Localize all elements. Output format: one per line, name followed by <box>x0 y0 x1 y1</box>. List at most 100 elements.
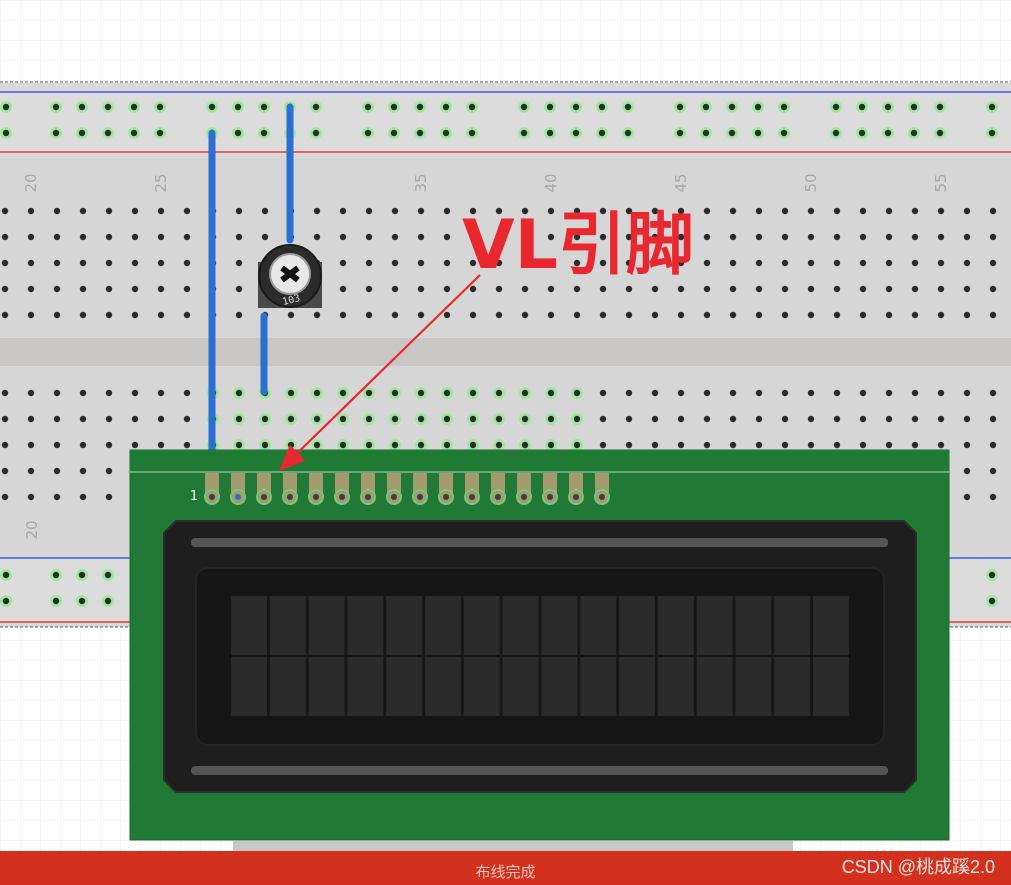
rail-hole[interactable] <box>572 103 580 111</box>
terminal-hole[interactable] <box>963 415 971 423</box>
terminal-hole[interactable] <box>833 259 841 267</box>
terminal-hole[interactable] <box>573 207 581 215</box>
terminal-hole[interactable] <box>391 259 399 267</box>
terminal-hole[interactable] <box>313 415 321 423</box>
terminal-hole[interactable] <box>131 441 139 449</box>
terminal-hole[interactable] <box>313 389 321 397</box>
terminal-hole[interactable] <box>651 311 659 319</box>
rail-hole[interactable] <box>52 571 60 579</box>
terminal-hole[interactable] <box>677 389 685 397</box>
terminal-hole[interactable] <box>521 311 529 319</box>
terminal-hole[interactable] <box>469 259 477 267</box>
rail-hole[interactable] <box>104 103 112 111</box>
terminal-hole[interactable] <box>859 389 867 397</box>
terminal-hole[interactable] <box>963 259 971 267</box>
terminal-hole[interactable] <box>651 259 659 267</box>
terminal-hole[interactable] <box>469 233 477 241</box>
terminal-hole[interactable] <box>547 311 555 319</box>
terminal-hole[interactable] <box>911 233 919 241</box>
terminal-hole[interactable] <box>703 285 711 293</box>
terminal-hole[interactable] <box>781 259 789 267</box>
terminal-hole[interactable] <box>53 233 61 241</box>
rail-hole[interactable] <box>702 103 710 111</box>
rail-hole[interactable] <box>624 129 632 137</box>
terminal-hole[interactable] <box>989 441 997 449</box>
rail-hole[interactable] <box>988 129 996 137</box>
terminal-hole[interactable] <box>391 285 399 293</box>
terminal-hole[interactable] <box>781 389 789 397</box>
terminal-hole[interactable] <box>79 415 87 423</box>
terminal-hole[interactable] <box>1 259 9 267</box>
terminal-hole[interactable] <box>651 389 659 397</box>
terminal-hole[interactable] <box>443 415 451 423</box>
terminal-hole[interactable] <box>859 311 867 319</box>
rail-hole[interactable] <box>78 597 86 605</box>
terminal-hole[interactable] <box>27 259 35 267</box>
terminal-hole[interactable] <box>235 207 243 215</box>
terminal-hole[interactable] <box>495 259 503 267</box>
terminal-hole[interactable] <box>235 259 243 267</box>
terminal-hole[interactable] <box>495 441 503 449</box>
terminal-hole[interactable] <box>235 441 243 449</box>
terminal-hole[interactable] <box>807 311 815 319</box>
rail-hole[interactable] <box>702 129 710 137</box>
terminal-hole[interactable] <box>261 207 269 215</box>
terminal-hole[interactable] <box>859 285 867 293</box>
terminal-hole[interactable] <box>1 415 9 423</box>
terminal-hole[interactable] <box>157 311 165 319</box>
terminal-hole[interactable] <box>105 285 113 293</box>
terminal-hole[interactable] <box>885 311 893 319</box>
terminal-hole[interactable] <box>807 389 815 397</box>
terminal-hole[interactable] <box>339 207 347 215</box>
rail-hole[interactable] <box>832 103 840 111</box>
terminal-hole[interactable] <box>443 441 451 449</box>
terminal-hole[interactable] <box>27 441 35 449</box>
terminal-hole[interactable] <box>339 259 347 267</box>
rail-hole[interactable] <box>988 103 996 111</box>
terminal-hole[interactable] <box>261 441 269 449</box>
rail-hole[interactable] <box>910 103 918 111</box>
terminal-hole[interactable] <box>937 415 945 423</box>
terminal-hole[interactable] <box>963 311 971 319</box>
terminal-hole[interactable] <box>365 311 373 319</box>
terminal-hole[interactable] <box>391 311 399 319</box>
terminal-hole[interactable] <box>339 441 347 449</box>
rail-hole[interactable] <box>156 103 164 111</box>
terminal-hole[interactable] <box>53 415 61 423</box>
terminal-hole[interactable] <box>235 311 243 319</box>
terminal-hole[interactable] <box>885 389 893 397</box>
terminal-hole[interactable] <box>469 441 477 449</box>
terminal-hole[interactable] <box>807 233 815 241</box>
terminal-hole[interactable] <box>859 415 867 423</box>
terminal-hole[interactable] <box>807 285 815 293</box>
rail-hole[interactable] <box>416 103 424 111</box>
terminal-hole[interactable] <box>547 233 555 241</box>
terminal-hole[interactable] <box>937 311 945 319</box>
terminal-hole[interactable] <box>989 233 997 241</box>
terminal-hole[interactable] <box>287 441 295 449</box>
terminal-hole[interactable] <box>963 207 971 215</box>
terminal-hole[interactable] <box>547 415 555 423</box>
terminal-hole[interactable] <box>105 207 113 215</box>
terminal-hole[interactable] <box>157 441 165 449</box>
terminal-hole[interactable] <box>79 311 87 319</box>
rail-hole[interactable] <box>442 129 450 137</box>
terminal-hole[interactable] <box>599 233 607 241</box>
terminal-hole[interactable] <box>911 415 919 423</box>
potentiometer[interactable]: 103 <box>258 244 322 308</box>
terminal-hole[interactable] <box>677 259 685 267</box>
terminal-hole[interactable] <box>313 207 321 215</box>
terminal-hole[interactable] <box>183 285 191 293</box>
terminal-hole[interactable] <box>469 389 477 397</box>
terminal-hole[interactable] <box>79 493 87 501</box>
rail-hole[interactable] <box>104 571 112 579</box>
rail-hole[interactable] <box>988 571 996 579</box>
terminal-hole[interactable] <box>989 207 997 215</box>
lcd-pins[interactable] <box>204 473 610 505</box>
terminal-hole[interactable] <box>781 207 789 215</box>
terminal-hole[interactable] <box>105 415 113 423</box>
rail-hole[interactable] <box>598 129 606 137</box>
terminal-hole[interactable] <box>339 233 347 241</box>
terminal-hole[interactable] <box>313 311 321 319</box>
terminal-hole[interactable] <box>391 207 399 215</box>
